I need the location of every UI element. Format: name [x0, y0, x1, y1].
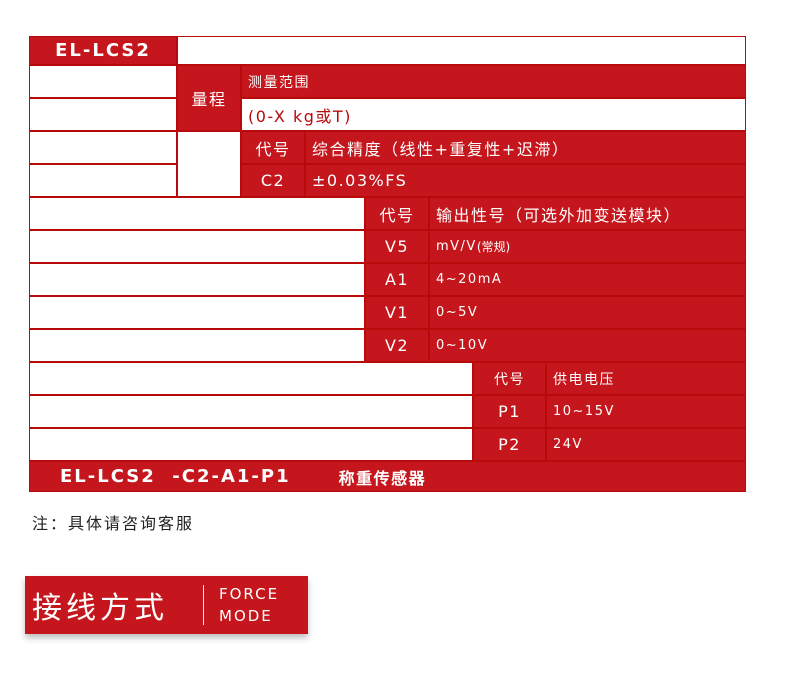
accuracy-code-header-cell: 代号	[242, 132, 304, 163]
output-code-cell: V5	[366, 231, 428, 262]
output-value-v1: 0~5V	[436, 305, 479, 320]
output-value-cell: 0~10V	[430, 330, 745, 361]
model-header-cell: EL-LCS2	[30, 37, 176, 64]
blank-cell	[30, 165, 176, 196]
power-value-p2: 24V	[553, 437, 583, 452]
output-code-v5: V5	[384, 237, 410, 256]
output-code-a1: A1	[384, 270, 410, 289]
blank-cell	[30, 231, 364, 262]
blank-cell	[30, 363, 472, 394]
output-code-cell: A1	[366, 264, 428, 295]
output-value-a1: 4~20mA	[436, 272, 503, 287]
output-title-cell: 输出性号（可选外加变送模块）	[430, 198, 745, 229]
power-value-cell: 24V	[547, 429, 745, 460]
example-row: EL-LCS2 -C2-A1-P1 称重传感器	[30, 462, 745, 491]
range-title: 测量范围	[248, 74, 310, 91]
output-code-header: 代号	[379, 205, 415, 225]
note-text: 注：具体请咨询客服	[32, 514, 195, 533]
power-value-cell: 10~15V	[547, 396, 745, 427]
output-title-header: 输出性号（可选外加变送模块）	[436, 205, 682, 225]
spec-table: EL-LCS2 量程 测量范围 (0-X kg或T) 代号 综合精度（线性+重复…	[29, 36, 746, 492]
blank-cell	[30, 198, 364, 229]
blank-cell	[178, 132, 240, 196]
blank-cell	[30, 396, 472, 427]
blank-cell	[30, 330, 364, 361]
output-code-v1: V1	[384, 303, 410, 322]
output-value-v2: 0~10V	[436, 338, 489, 353]
range-value-cell: (0-X kg或T)	[242, 99, 745, 130]
output-code-v2: V2	[384, 336, 410, 355]
accuracy-code: C2	[260, 171, 286, 190]
power-title-cell: 供电电压	[547, 363, 745, 394]
power-code-header-cell: 代号	[474, 363, 545, 394]
power-code-cell: P1	[474, 396, 545, 427]
banner-divider	[203, 585, 204, 625]
power-code-cell: P2	[474, 429, 545, 460]
blank-cell	[30, 99, 176, 130]
banner-en-line1: FORCE	[219, 585, 280, 603]
output-code-cell: V2	[366, 330, 428, 361]
section-banner: 接线方式 FORCE MODE	[25, 576, 308, 634]
accuracy-title-header: 综合精度（线性+重复性+迟滞）	[312, 139, 570, 159]
output-value-v5: mV/V	[436, 239, 477, 254]
blank-cell	[30, 132, 176, 163]
power-value-p1: 10~15V	[553, 404, 615, 419]
power-code-header: 代号	[494, 371, 525, 388]
blank-cell	[178, 37, 745, 64]
range-value: (0-X kg或T)	[248, 106, 352, 126]
accuracy-value-cell: ±0.03%FS	[306, 165, 745, 196]
banner-en-line2: MODE	[219, 607, 273, 625]
power-code-p2: P2	[498, 435, 521, 454]
power-code-p1: P1	[498, 402, 521, 421]
output-value-cell: mV/V(常规)	[430, 231, 745, 262]
blank-cell	[30, 66, 176, 97]
output-note-v5: (常规)	[476, 240, 511, 254]
output-value-cell: 0~5V	[430, 297, 745, 328]
banner-title: 接线方式	[32, 591, 168, 626]
blank-cell	[30, 429, 472, 460]
output-value-cell: 4~20mA	[430, 264, 745, 295]
power-title-header: 供电电压	[553, 371, 615, 388]
accuracy-value: ±0.03%FS	[312, 171, 408, 190]
accuracy-code-header: 代号	[255, 139, 291, 159]
accuracy-code-cell: C2	[242, 165, 304, 196]
range-label-cell: 量程	[178, 66, 240, 130]
output-code-header-cell: 代号	[366, 198, 428, 229]
range-title-cell: 测量范围	[242, 66, 745, 97]
range-label: 量程	[191, 90, 227, 109]
model-header: EL-LCS2	[55, 40, 151, 61]
example-model: EL-LCS2 -C2-A1-P1	[60, 466, 291, 487]
accuracy-title-cell: 综合精度（线性+重复性+迟滞）	[306, 132, 745, 163]
blank-cell	[30, 297, 364, 328]
blank-cell	[30, 264, 364, 295]
example-name: 称重传感器	[338, 468, 427, 488]
output-code-cell: V1	[366, 297, 428, 328]
